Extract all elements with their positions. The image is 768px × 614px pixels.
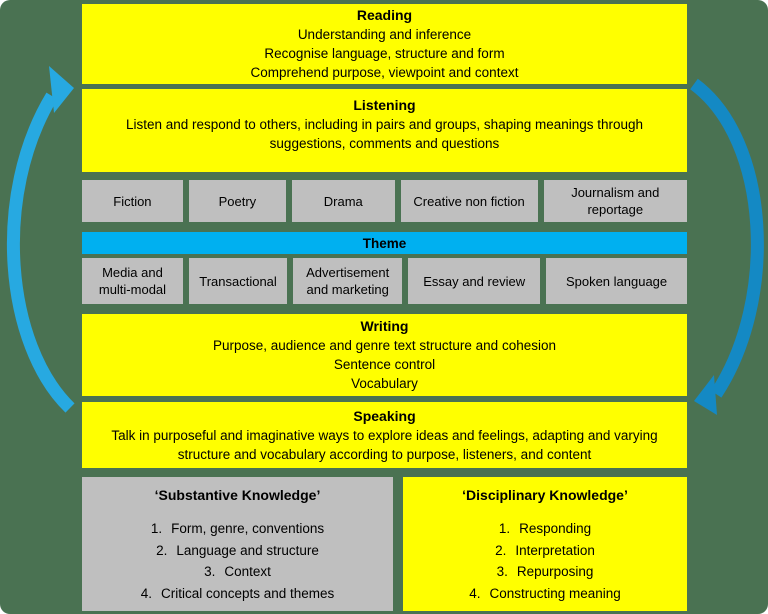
- reading-line-1: Understanding and inference: [297, 27, 472, 42]
- list-item: 3. Repurposing: [403, 563, 687, 581]
- list-item: 4. Critical concepts and themes: [82, 585, 393, 603]
- list-item-number: 4.: [469, 585, 481, 601]
- text-type-drama: Drama: [291, 180, 395, 222]
- cycle-arrow-downward-head-icon: [694, 375, 717, 415]
- list-item-text: Form, genre, conventions: [171, 521, 325, 536]
- list-item-text: Repurposing: [516, 564, 594, 579]
- list-item: 1. Form, genre, conventions: [82, 520, 393, 538]
- listening-panel: Listening Listen and respond to others, …: [82, 89, 687, 172]
- listening-title: Listening: [353, 97, 416, 113]
- disciplinary-knowledge-title: ‘Disciplinary Knowledge’: [462, 487, 628, 503]
- cycle-arrow-upward-head-icon: [49, 66, 74, 113]
- list-item: 4. Constructing meaning: [403, 585, 687, 603]
- list-item-text: Critical concepts and themes: [160, 585, 335, 601]
- reading-panel: Reading Understanding and inference Reco…: [82, 4, 687, 84]
- list-item: 1. Responding: [403, 520, 687, 538]
- writing-panel: Writing Purpose, audience and genre text…: [82, 314, 687, 396]
- disciplinary-knowledge-list: 1. Responding 2. Interpretation 3. Repur…: [403, 520, 687, 603]
- list-item: 2. Language and structure: [82, 542, 393, 560]
- substantive-knowledge-panel: ‘Substantive Knowledge’ 1. Form, genre, …: [82, 477, 393, 611]
- list-item-number: 2.: [495, 542, 507, 558]
- text-type-essay-and-review: Essay and review: [408, 258, 541, 304]
- theme-bar: Theme: [82, 232, 687, 254]
- list-item-number: 2.: [156, 542, 168, 558]
- list-item-number: 1.: [498, 521, 511, 536]
- text-type-fiction: Fiction: [82, 180, 183, 222]
- theme-label: Theme: [362, 235, 407, 251]
- list-item-text: Language and structure: [176, 542, 319, 558]
- list-item-number: 3.: [496, 564, 508, 579]
- list-item-text: Interpretation: [515, 542, 595, 558]
- speaking-panel: Speaking Talk in purposeful and imaginat…: [82, 402, 687, 468]
- writing-line-3: Vocabulary: [351, 376, 418, 391]
- list-item: 3. Context: [82, 563, 393, 581]
- substantive-knowledge-list: 1. Form, genre, conventions 2. Language …: [82, 520, 393, 603]
- cycle-arrow-downward-icon: [690, 78, 764, 398]
- text-types-row-2: Media and multi-modal Transactional Adve…: [82, 258, 688, 304]
- list-item: 2. Interpretation: [403, 542, 687, 560]
- list-item-number: 4.: [140, 585, 152, 601]
- substantive-knowledge-title: ‘Substantive Knowledge’: [154, 487, 321, 503]
- text-types-row-1: Fiction Poetry Drama Creative non fictio…: [82, 180, 687, 222]
- reading-line-3: Comprehend purpose, viewpoint and contex…: [250, 65, 519, 80]
- text-type-transactional: Transactional: [188, 258, 288, 304]
- reading-title: Reading: [356, 7, 413, 23]
- writing-title: Writing: [360, 318, 409, 334]
- writing-line-2: Sentence control: [333, 357, 436, 372]
- text-type-spoken-language: Spoken language: [546, 258, 688, 304]
- list-item-text: Responding: [519, 521, 592, 536]
- list-item-text: Constructing meaning: [489, 585, 621, 601]
- list-item-number: 3.: [204, 564, 216, 579]
- text-type-poetry: Poetry: [188, 180, 286, 222]
- cycle-arrow-upward-icon: [6, 92, 75, 413]
- reading-line-2: Recognise language, structure and form: [264, 46, 505, 61]
- listening-text: Listen and respond to others, including …: [125, 117, 644, 151]
- writing-line-1: Purpose, audience and genre text structu…: [213, 338, 556, 353]
- text-type-media-multi-modal: Media and multi-modal: [82, 258, 183, 304]
- list-item-number: 1.: [150, 521, 163, 536]
- list-item-text: Context: [224, 564, 271, 579]
- speaking-text: Talk in purposeful and imaginative ways …: [111, 427, 658, 462]
- text-type-creative-non-fiction: Creative non fiction: [400, 180, 538, 222]
- text-type-journalism-and-reportage: Journalism and reportage: [543, 180, 687, 222]
- text-type-advertisement-marketing: Advertisement and marketing: [293, 258, 403, 304]
- speaking-title: Speaking: [353, 407, 416, 424]
- disciplinary-knowledge-panel: ‘Disciplinary Knowledge’ 1. Responding 2…: [403, 477, 687, 611]
